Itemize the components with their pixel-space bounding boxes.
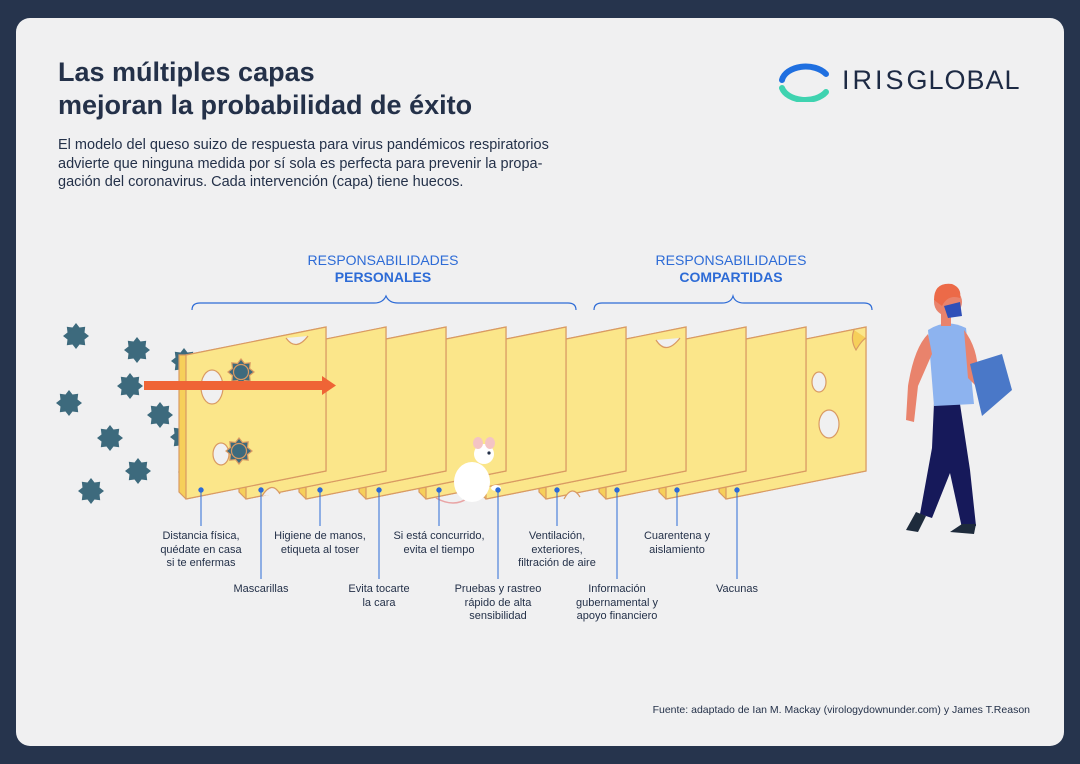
group-personal-line-1: RESPONSABILIDADES (307, 252, 459, 268)
logo-icon (779, 63, 829, 102)
cheese-slices (178, 326, 867, 500)
label-line: Mascarillas (233, 583, 289, 595)
group-personal-heading: RESPONSABILIDADES PERSONALES (298, 252, 468, 286)
label-line: Evita tocarte (348, 583, 410, 595)
label-line: filtración de aire (518, 557, 596, 569)
intro-line-2: advierte que ninguna medida por sí sola … (58, 155, 543, 172)
virus-icon (117, 373, 143, 399)
label-line: si te enfermas (166, 557, 236, 569)
label-cuarentena: Cuarentena y aislamiento (617, 530, 737, 557)
label-line: Cuarentena y (643, 530, 711, 542)
intro-line-1: El modelo del queso suizo de respuesta p… (58, 137, 549, 153)
label-mascarillas: Mascarillas (201, 583, 321, 597)
title-line-2: mejoran la probabilidad de éxito (58, 90, 473, 120)
intro-text: El modelo del queso suizo de respuesta p… (58, 136, 578, 192)
leader-lines (198, 487, 740, 579)
label-line: Vacunas (716, 583, 758, 595)
person-icon (906, 283, 1012, 534)
group-shared-line-1: RESPONSABILIDADES (655, 252, 807, 268)
label-concurrido: Si está concurrido, evita el tiempo (379, 530, 499, 557)
label-pruebas: Pruebas y rastreo rápido de alta sensibi… (438, 583, 558, 624)
group-shared-heading: RESPONSABILIDADES COMPARTIDAS (646, 252, 816, 286)
label-line: la cara (362, 596, 396, 609)
group-shared-line-2: COMPARTIDAS (679, 269, 783, 285)
intro-line-3: gación del coronavirus. Cada intervenció… (58, 174, 464, 190)
brace-personal (191, 294, 577, 311)
label-line: etiqueta al toser (280, 543, 360, 556)
label-line: quédate en casa (160, 543, 242, 556)
label-line: Higiene de manos, (274, 530, 366, 542)
label-line: gubernamental y (576, 596, 658, 609)
label-line: exteriores, (531, 543, 583, 556)
virus-icon (225, 437, 253, 465)
virus-icon (97, 425, 123, 451)
mouse-icon (435, 437, 501, 504)
virus-icon (56, 390, 82, 416)
virus-icon (78, 478, 104, 504)
label-line: Pruebas y rastreo (454, 583, 542, 595)
label-line: Información (588, 583, 646, 595)
logo-text-global: GLOBAL (906, 65, 1021, 95)
label-line: evita el tiempo (403, 543, 475, 556)
virus-icon (124, 337, 150, 363)
label-cara: Evita tocarte la cara (319, 583, 439, 610)
label-ventilacion: Ventilación, exteriores, filtración de a… (497, 530, 617, 571)
title-line-1: Las múltiples capas (58, 57, 315, 87)
label-higiene: Higiene de manos, etiqueta al toser (260, 530, 380, 557)
swiss-cheese-illustration (56, 283, 1012, 579)
virus-icon (125, 458, 151, 484)
cheese-slice-icon (178, 326, 327, 500)
label-line: Distancia física, (162, 530, 240, 542)
label-distancia: Distancia física, quédate en casa si te … (141, 530, 261, 571)
label-line: apoyo financiero (576, 610, 658, 622)
virus-icon (63, 323, 89, 349)
logo-wordmark: IRISGLOBAL (842, 65, 1021, 96)
label-line: Ventilación, (528, 530, 586, 542)
page-title: Las múltiples capas mejoran la probabili… (58, 56, 472, 122)
label-informacion: Información gubernamental y apoyo financ… (557, 583, 677, 624)
source-credit: Fuente: adaptado de Ian M. Mackay (virol… (652, 704, 1030, 716)
label-line: Si está concurrido, (393, 530, 485, 542)
label-line: rápido de alta (464, 596, 532, 609)
virus-icon (147, 402, 173, 428)
label-line: sensibilidad (469, 610, 527, 622)
label-line: aislamiento (649, 543, 705, 556)
label-vacunas: Vacunas (677, 583, 797, 597)
logo-text-iris: IRIS (842, 65, 907, 95)
brace-shared (593, 293, 873, 311)
group-personal-line-2: PERSONALES (334, 269, 432, 285)
infographic-card: Las múltiples capas mejoran la probabili… (16, 18, 1064, 746)
virus-path-arrow (144, 376, 336, 395)
